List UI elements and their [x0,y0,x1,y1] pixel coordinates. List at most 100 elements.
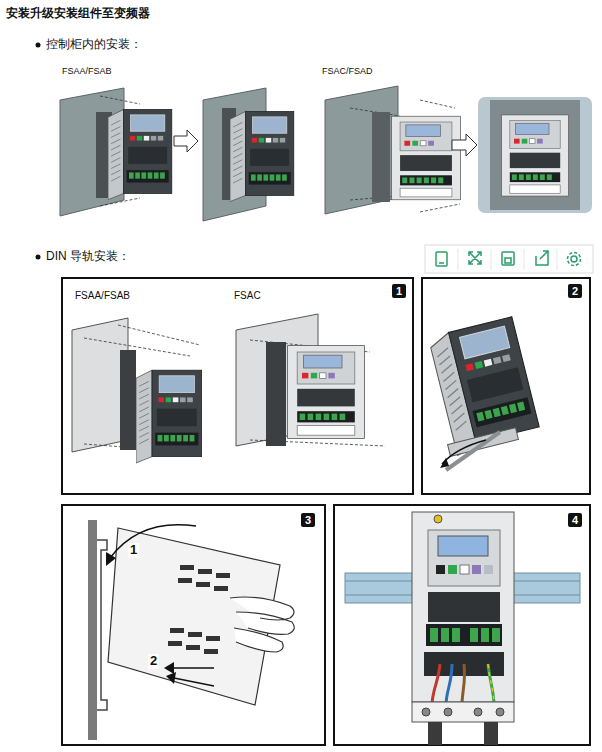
din-mounted-figure-part-part [422,708,430,716]
cabinet-mounting-figure-part [350,100,460,212]
din-mounted-figure-part [460,565,469,574]
din-snap-figure-part [172,667,214,669]
din-mounted-figure-part [484,565,493,574]
callout-number-text: 3 [305,514,311,526]
toolbar-part-part [571,256,577,262]
frame-size-label: FSAC [234,290,261,302]
din-snap-figure-part [97,540,107,710]
din-mounted-figure-part-part [441,628,449,642]
toolbar [425,245,593,273]
din-snap-figure-part-part [198,569,212,574]
din-mounted-figure-part [428,592,500,622]
din-snap-figure-part-part [206,636,220,641]
cabinet-mounting-figure-part [490,100,580,210]
bullet-dot-part [36,43,41,48]
section-heading: 控制柜内的安装： [46,38,142,52]
cabinet-mounting-figure-part [325,86,398,214]
din-adapter-figure-part-part [84,338,190,356]
cabinet-mounting-figure-part [174,130,198,152]
section-heading-text: 控制柜内的安装： [46,37,142,51]
callout-number: 2 [568,284,582,298]
din-mounted-figure-part [488,664,494,706]
din-snap-figure-part-part [214,586,228,591]
callout-number-text: 1 [396,285,402,297]
toolbar-part [425,245,593,273]
din-mounted-figure-part-part [492,628,500,642]
din-mounted-figure-part-part [496,708,504,716]
din-snap-figure-part-part [188,632,202,637]
cabinet-mounting-figure-part [108,109,172,199]
din-snap-figure-part-part [180,565,194,570]
din-mounted-figure-part-part [481,628,489,642]
din-adapter-figure-part [288,346,365,439]
din-hook-figure-part [440,458,449,468]
cabinet-mounting-figure-part [452,134,477,156]
panel-frame-part [62,505,325,745]
frame-size-label-text: FSAC/FSAD [322,66,373,76]
din-mounted-figure-part [412,702,514,722]
toolbar-part-part [458,249,459,270]
din-snap-figure-part-part [170,628,184,633]
frame-size-label: FSAC/FSAD [322,66,373,76]
din-snap-figure-part [106,552,116,566]
toolbar-part [458,249,557,270]
panel-frame-part [422,278,590,494]
toolbar-part-part [436,252,447,266]
cabinet-mounting-figure-part-part [100,96,140,104]
panel-frame-part [62,278,413,494]
din-snap-figure-part-part [168,641,182,646]
din-mounted-figure-part [432,664,440,706]
din-snap-figure-part [110,525,196,558]
din-snap-figure-part [166,672,176,684]
din-mounted-figure-part [426,624,502,646]
callout-number-text: 4 [572,514,578,526]
din-mounted-figure-part-part [452,628,460,642]
din-adapter-figure-part [120,350,136,450]
din-adapter-figure-part [250,340,385,446]
frame-size-label-text: FSAA/FSAB [62,66,112,76]
cabinet-mounting-figure-part [501,115,568,196]
din-mounted-figure [345,512,580,745]
step-arrow-number-text: 1 [130,542,137,557]
din-snap-figure-part [174,678,214,686]
din-snap-figure-part-part [178,578,192,583]
din-mounted-figure-part-part [470,628,478,642]
toolbar-part-part [469,252,481,264]
frame-size-label: FSAA/FSAB [75,290,130,302]
callout-number-text: 2 [572,285,578,297]
din-adapter-figure-part [136,370,202,463]
cabinet-mounting-figure-part [478,97,592,213]
cabinet-mounting-figure-part [230,111,294,201]
callout-number: 4 [568,513,582,527]
toolbar-part-part [502,252,514,265]
cabinet-mounting-figure [60,86,592,221]
din-snap-figure-part [230,597,294,652]
page-title: 安装升级安装组件至变频器 [6,7,150,21]
panel-frame-part [334,505,590,745]
din-mounted-figure-part [422,708,504,716]
callout-number: 1 [392,284,406,298]
callout-number: 3 [301,513,315,527]
din-mounted-figure-part [484,722,498,745]
toolbar-part-part [491,249,492,270]
cabinet-mounting-figure-part-part [420,100,455,108]
frame-size-label-text: FSAC [234,290,261,301]
din-mounted-figure-part [428,722,442,745]
din-hook-figure-part-part [428,317,541,456]
din-mounted-figure-part-part [444,708,452,716]
din-snap-figure-part-part [204,649,218,654]
din-adapter-figure-part [72,318,128,452]
din-mounted-figure-part [446,664,452,706]
din-snap-figure-part [168,565,230,654]
page-title-text: 安装升级安装组件至变频器 [6,6,150,20]
frame-size-label-text: FSAA/FSAB [75,290,130,301]
din-adapter-figure-part-part [118,325,200,345]
toolbar-part-part [568,253,581,266]
din-hook-figure [428,317,541,470]
frame-size-label: FSAA/FSAB [62,66,112,76]
section-heading: DIN 导轨安装： [46,250,130,264]
din-snap-figure-part-part [186,645,200,650]
din-snap-figure-part [164,662,174,674]
